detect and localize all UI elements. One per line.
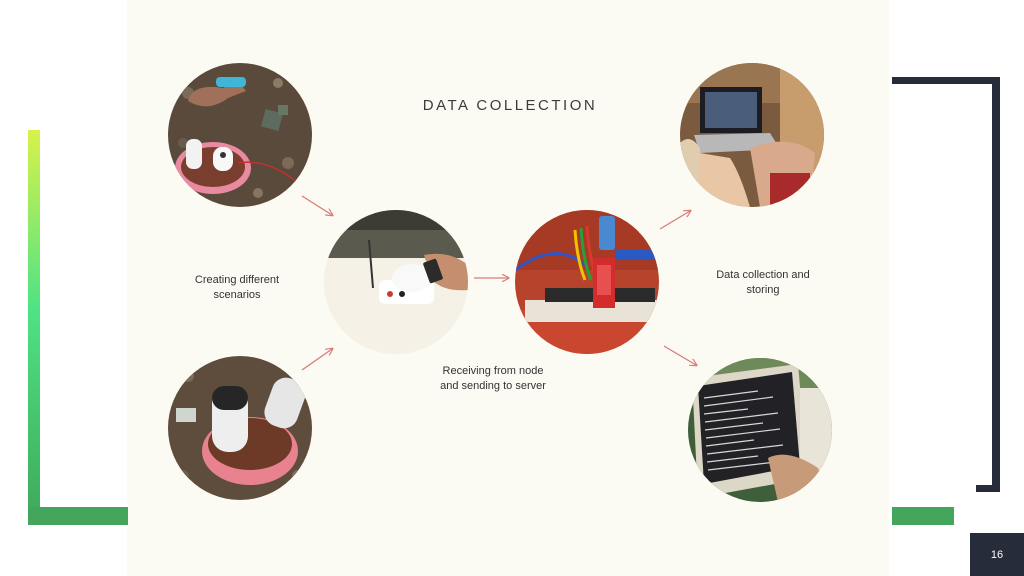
green-accent-bar-vertical: [28, 130, 40, 525]
label-receiving-line2: and sending to server: [440, 380, 546, 392]
green-accent-bar-right: [892, 507, 954, 525]
label-creating-scenarios: Creating different scenarios: [178, 273, 296, 303]
arrow-gateway-to-terminal: [663, 345, 696, 365]
label-receiving-line1: Receiving from node: [442, 365, 544, 377]
sensor-node-photo: [324, 210, 468, 354]
page-number: 16: [990, 548, 1004, 561]
label-creating-text: Creating different scenarios: [194, 274, 280, 301]
dark-bracket-bottom: [976, 485, 1000, 492]
slide-title: DATA COLLECTION: [422, 97, 598, 114]
label-receiving: Receiving from node and sending to serve…: [418, 364, 568, 394]
dark-bracket-top: [892, 77, 1000, 84]
sensor-in-pot-spray-photo: [168, 63, 312, 207]
label-data-collection: Data collection and storing: [708, 268, 818, 298]
arrow-1-to-node: [301, 195, 332, 215]
label-collection-text: Data collection and storing: [716, 269, 810, 296]
arrow-2-to-node: [301, 349, 332, 371]
dark-bracket-side: [992, 77, 1000, 492]
page-number-badge: 16: [970, 533, 1024, 576]
green-accent-bar-left: [28, 507, 128, 525]
arrow-gateway-to-laptop: [659, 211, 690, 230]
sensor-in-pot-photo: [168, 356, 312, 500]
